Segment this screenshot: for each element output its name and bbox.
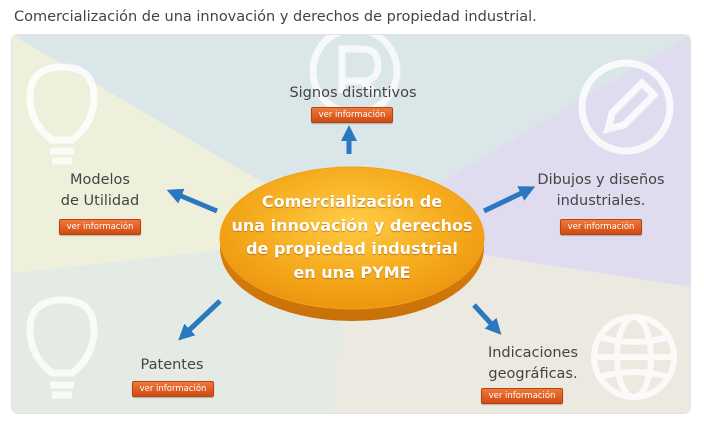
page-title: Comercialización de una innovación y der… (14, 9, 537, 25)
node-label-dibujos-line2: industriales. (556, 193, 646, 209)
diagram-panel: Signos distintivos ver información Model… (12, 35, 690, 413)
node-label-dibujos: Dibujos y diseños industriales. (526, 170, 676, 212)
ver-informacion-button-signos[interactable]: ver información (311, 107, 393, 123)
node-label-signos: Signos distintivos (289, 85, 417, 101)
lightbulb-icon (26, 296, 98, 399)
pencil-icon (578, 59, 674, 155)
center-title-line2: una innovación y derechos (231, 215, 473, 235)
center-title-line3: de propiedad industrial (246, 239, 458, 258)
node-label-indicaciones-line1: Indicaciones (487, 345, 579, 361)
node-label-patentes: Patentes (140, 357, 204, 373)
center-title-line1: Comercialización de (261, 192, 443, 211)
node-label-modelos-line1: Modelos (70, 172, 130, 188)
ver-informacion-button-indicaciones[interactable]: ver información (481, 388, 563, 404)
node-label-modelos: Modelos de Utilidad (50, 170, 150, 212)
node-label-dibujos-line1: Dibujos y diseños (537, 172, 665, 188)
node-label-indicaciones-line2: geográficas. (488, 366, 578, 382)
ver-informacion-button-patentes[interactable]: ver información (132, 381, 214, 397)
center-title: Comercialización de una innovación y der… (222, 190, 482, 284)
node-label-modelos-line2: de Utilidad (60, 193, 140, 209)
center-title-line4: en una PYME (293, 262, 411, 282)
center-disc (219, 166, 485, 310)
arrow-right (482, 186, 536, 214)
arrow-down-left (178, 299, 222, 341)
globe-icon (591, 314, 677, 400)
arrow-left (166, 188, 218, 214)
arrow-down-right (472, 303, 502, 335)
ver-informacion-button-modelos[interactable]: ver información (59, 219, 141, 235)
node-label-indicaciones: Indicaciones geográficas. (468, 343, 598, 385)
lightbulb-icon (26, 63, 98, 165)
ver-informacion-button-dibujos[interactable]: ver información (560, 219, 642, 235)
